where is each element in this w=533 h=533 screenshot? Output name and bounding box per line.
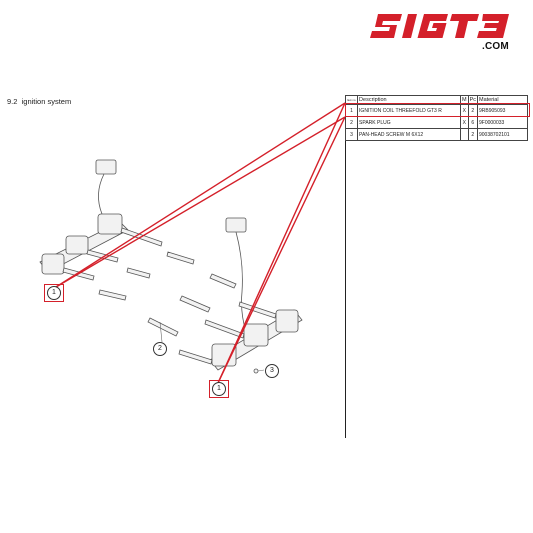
section-number: 9.2 bbox=[7, 97, 18, 106]
spark-plug-2 bbox=[126, 267, 151, 279]
row-item: 3 bbox=[344, 128, 359, 141]
table-divider bbox=[345, 95, 346, 438]
callout-1b[interactable]: 1 bbox=[212, 382, 226, 396]
callout-1a[interactable]: 1 bbox=[47, 286, 61, 300]
row-m bbox=[460, 128, 469, 141]
spark-plug-3 bbox=[166, 251, 195, 265]
spark-plug-6 bbox=[209, 273, 237, 289]
coil-shaft-right-1 bbox=[178, 349, 213, 365]
coil-shaft-right-2 bbox=[204, 319, 245, 339]
row-material: 9F0000033 bbox=[477, 116, 528, 129]
sigt3-logo bbox=[370, 10, 520, 46]
coil-shaft-left-2 bbox=[86, 249, 119, 263]
row-description: SPARK PLUG bbox=[357, 116, 461, 129]
spark-plug-4 bbox=[147, 317, 179, 337]
row-pc: 6 bbox=[467, 116, 479, 129]
callout-1a-highlight bbox=[44, 284, 64, 302]
row-description: PAN-HEAD SCREW M 6X12 bbox=[357, 128, 461, 141]
spark-plug-1 bbox=[98, 289, 127, 301]
spark-plug-5 bbox=[179, 295, 211, 313]
screw bbox=[253, 368, 259, 374]
leader-lines bbox=[55, 102, 346, 384]
coil-head-left-2 bbox=[65, 235, 89, 255]
callout-1b-highlight bbox=[209, 380, 229, 398]
cable-right bbox=[235, 231, 247, 333]
coil-head-right-1 bbox=[211, 343, 237, 367]
connector-right bbox=[225, 217, 247, 233]
row-pc: 2 bbox=[467, 128, 479, 141]
coil-head-left-1 bbox=[41, 253, 65, 275]
parts-table: Item no. Description M Pc Material 1 IGN… bbox=[344, 95, 528, 141]
coil-head-right-2 bbox=[243, 323, 269, 347]
section-title-text: ignition system bbox=[21, 97, 72, 106]
section-title: 9.2 ignition system bbox=[7, 97, 71, 106]
row-item: 2 bbox=[344, 116, 359, 129]
coil-head-left-3 bbox=[97, 213, 123, 235]
table-row[interactable]: 3 PAN-HEAD SCREW M 6X12 2 90038702101 bbox=[344, 128, 528, 141]
table-row[interactable]: 1 IGNITION COIL THREEFOLD GT3 R X 2 9RB9… bbox=[344, 104, 528, 117]
row-material: 90038702101 bbox=[477, 128, 528, 141]
highlighted-row-frame bbox=[345, 103, 530, 117]
connector-left bbox=[95, 159, 117, 175]
callout-3[interactable]: 3 bbox=[265, 364, 279, 378]
coil-shaft-right-3 bbox=[238, 301, 277, 319]
coil-head-right-3 bbox=[275, 309, 299, 333]
table-row[interactable]: 2 SPARK PLUG X 6 9F0000033 bbox=[344, 116, 528, 129]
row-m: X bbox=[460, 116, 469, 129]
logo-suffix: .COM bbox=[482, 41, 509, 52]
callout-2[interactable]: 2 bbox=[153, 342, 167, 356]
